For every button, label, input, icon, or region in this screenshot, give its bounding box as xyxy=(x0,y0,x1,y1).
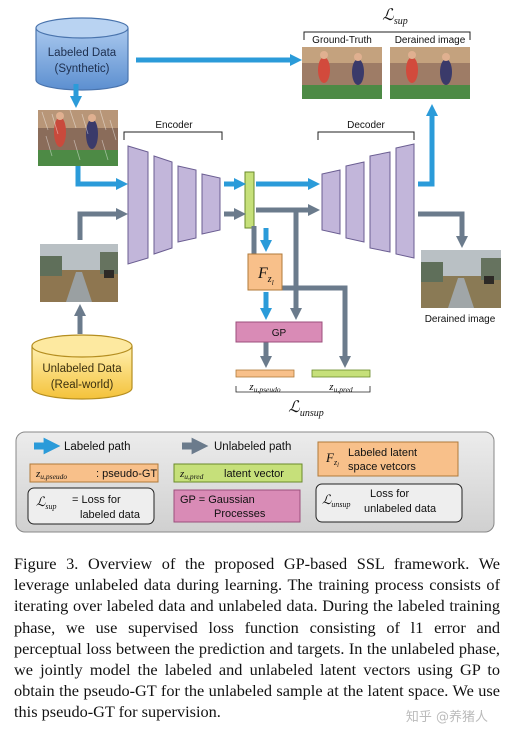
fz-latent-box: Fzl xyxy=(247,253,283,291)
svg-text:GP: GP xyxy=(272,328,287,339)
svg-text:zu,pseudo: zu,pseudo xyxy=(35,468,67,481)
loss-unsup-label: ℒunsup xyxy=(288,399,323,419)
watermark: 知乎 @养猪人 xyxy=(405,710,488,725)
legend-gp-1: GP = Gaussian xyxy=(180,494,255,506)
legend-loss-sup-2: labeled data xyxy=(80,509,141,521)
z-pred-bar xyxy=(311,369,371,378)
derained-label-top: Derained image xyxy=(395,35,466,46)
z-pseudo-bar xyxy=(235,369,295,378)
svg-text:zu,pred: zu,pred xyxy=(179,468,204,481)
labeled-path-arrows xyxy=(69,53,439,321)
rain-runner-image xyxy=(38,109,118,166)
derained-image-right xyxy=(421,250,501,308)
legend-loss-unsup-1: Loss for xyxy=(370,488,409,500)
loss-sup-label: ℒsup xyxy=(382,7,407,27)
decoder-blocks xyxy=(321,143,415,259)
legend-loss-unsup-2: unlabeled data xyxy=(364,503,437,515)
svg-text:ℒunsup: ℒunsup xyxy=(322,492,351,509)
encoder-label: Encoder xyxy=(155,120,193,131)
latent-vector xyxy=(244,171,255,229)
gp-box: GP xyxy=(235,321,323,343)
loss-sup-key xyxy=(27,487,155,525)
ground-truth-label: Ground-Truth xyxy=(312,35,372,46)
legend-unlabeled-path: Unlabeled path xyxy=(214,441,291,453)
derained-image-top xyxy=(390,47,470,99)
unlabeled-data-cylinder: Unlabeled Data (Real-world) xyxy=(31,334,133,400)
legend-gp-2: Processes xyxy=(214,508,266,520)
labeled-data-subtitle: (Synthetic) xyxy=(55,63,110,75)
svg-text:Fzl: Fzl xyxy=(257,265,274,287)
z-pred-label: zu,pred xyxy=(328,381,353,394)
labeled-data-cylinder: Labeled Data (Synthetic) xyxy=(35,17,129,91)
decoder-label: Decoder xyxy=(347,120,385,131)
framework-diagram: Labeled Data (Synthetic) Unlabeled Data … xyxy=(15,7,501,533)
loss-unsup-key xyxy=(315,483,463,523)
legend-loss-sup-1: = Loss for xyxy=(72,494,121,506)
z-pseudo-label: zu,pseudo xyxy=(248,381,280,394)
latent-vector-key xyxy=(173,463,303,483)
figure-caption: Figure 3. Overview of the proposed GP-ba… xyxy=(14,554,500,722)
legend: Labeled path Unlabeled path Fzl Labeled … xyxy=(15,431,495,533)
rainy-road-image xyxy=(40,244,118,302)
svg-text:ℒsup: ℒsup xyxy=(36,494,57,511)
labeled-data-title: Labeled Data xyxy=(48,47,117,59)
pseudo-gt-key xyxy=(29,463,159,483)
legend-pseudo-gt: : pseudo-GT xyxy=(96,468,157,480)
legend-latent-line1: Labeled latent xyxy=(348,447,417,459)
svg-text:Fzl: Fzl xyxy=(325,450,339,469)
legend-latent-line2: space vetcors xyxy=(348,461,416,473)
unlabeled-data-title: Unlabeled Data xyxy=(42,363,122,375)
unlabeled-data-subtitle: (Real-world) xyxy=(51,379,114,391)
encoder-blocks xyxy=(127,145,221,265)
latent-space-key xyxy=(317,441,459,477)
gp-key xyxy=(173,489,301,523)
derained-label-right: Derained image xyxy=(425,314,496,325)
ground-truth-image xyxy=(302,47,382,99)
legend-latent-vector: latent vector xyxy=(224,468,284,480)
legend-labeled-path: Labeled path xyxy=(64,441,131,453)
